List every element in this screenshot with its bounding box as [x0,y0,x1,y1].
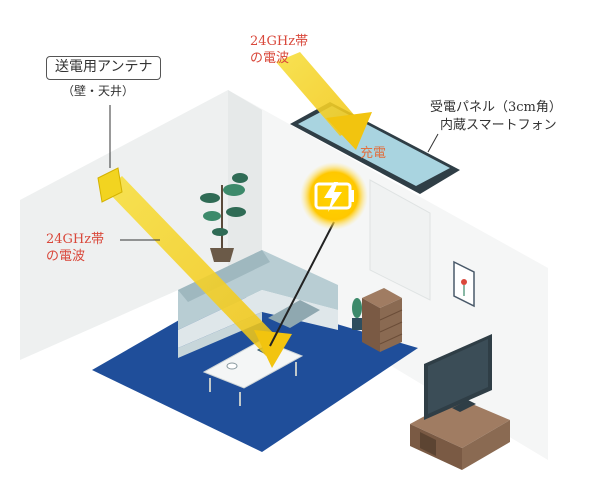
leader-panel [427,133,439,153]
plant [200,173,248,262]
left-wall [20,90,228,360]
tv [424,334,492,420]
back-wall-shade [228,90,262,288]
antenna-label: 送電用アンテナ [46,56,162,80]
beam-left-label-line2: の電波 [46,249,86,264]
antenna-panel [97,167,123,203]
beam-top [276,52,362,136]
antenna-sublabel: （壁・天井） [62,84,135,98]
picture-frame [453,260,475,308]
beam-top-label-line2: の電波 [250,51,290,66]
side-cabinet [362,288,403,352]
small-plant [352,298,362,330]
battery-charging-icon [314,182,354,212]
beam-top-arrowhead [326,112,372,150]
sofa [178,250,338,358]
connector-line [269,221,335,347]
beam-left-arrowhead [254,330,292,368]
panel-label-line1: 受電パネル（3cm角） [430,100,562,115]
beam-left [106,176,280,356]
window [369,179,431,301]
charge-label: 充電 [360,146,387,161]
beam-left-label-line1: 24GHz帯 [46,232,105,247]
beam-top-label-line1: 24GHz帯 [250,34,309,49]
panel-label-line2: 内蔵スマートフォン [440,118,557,133]
